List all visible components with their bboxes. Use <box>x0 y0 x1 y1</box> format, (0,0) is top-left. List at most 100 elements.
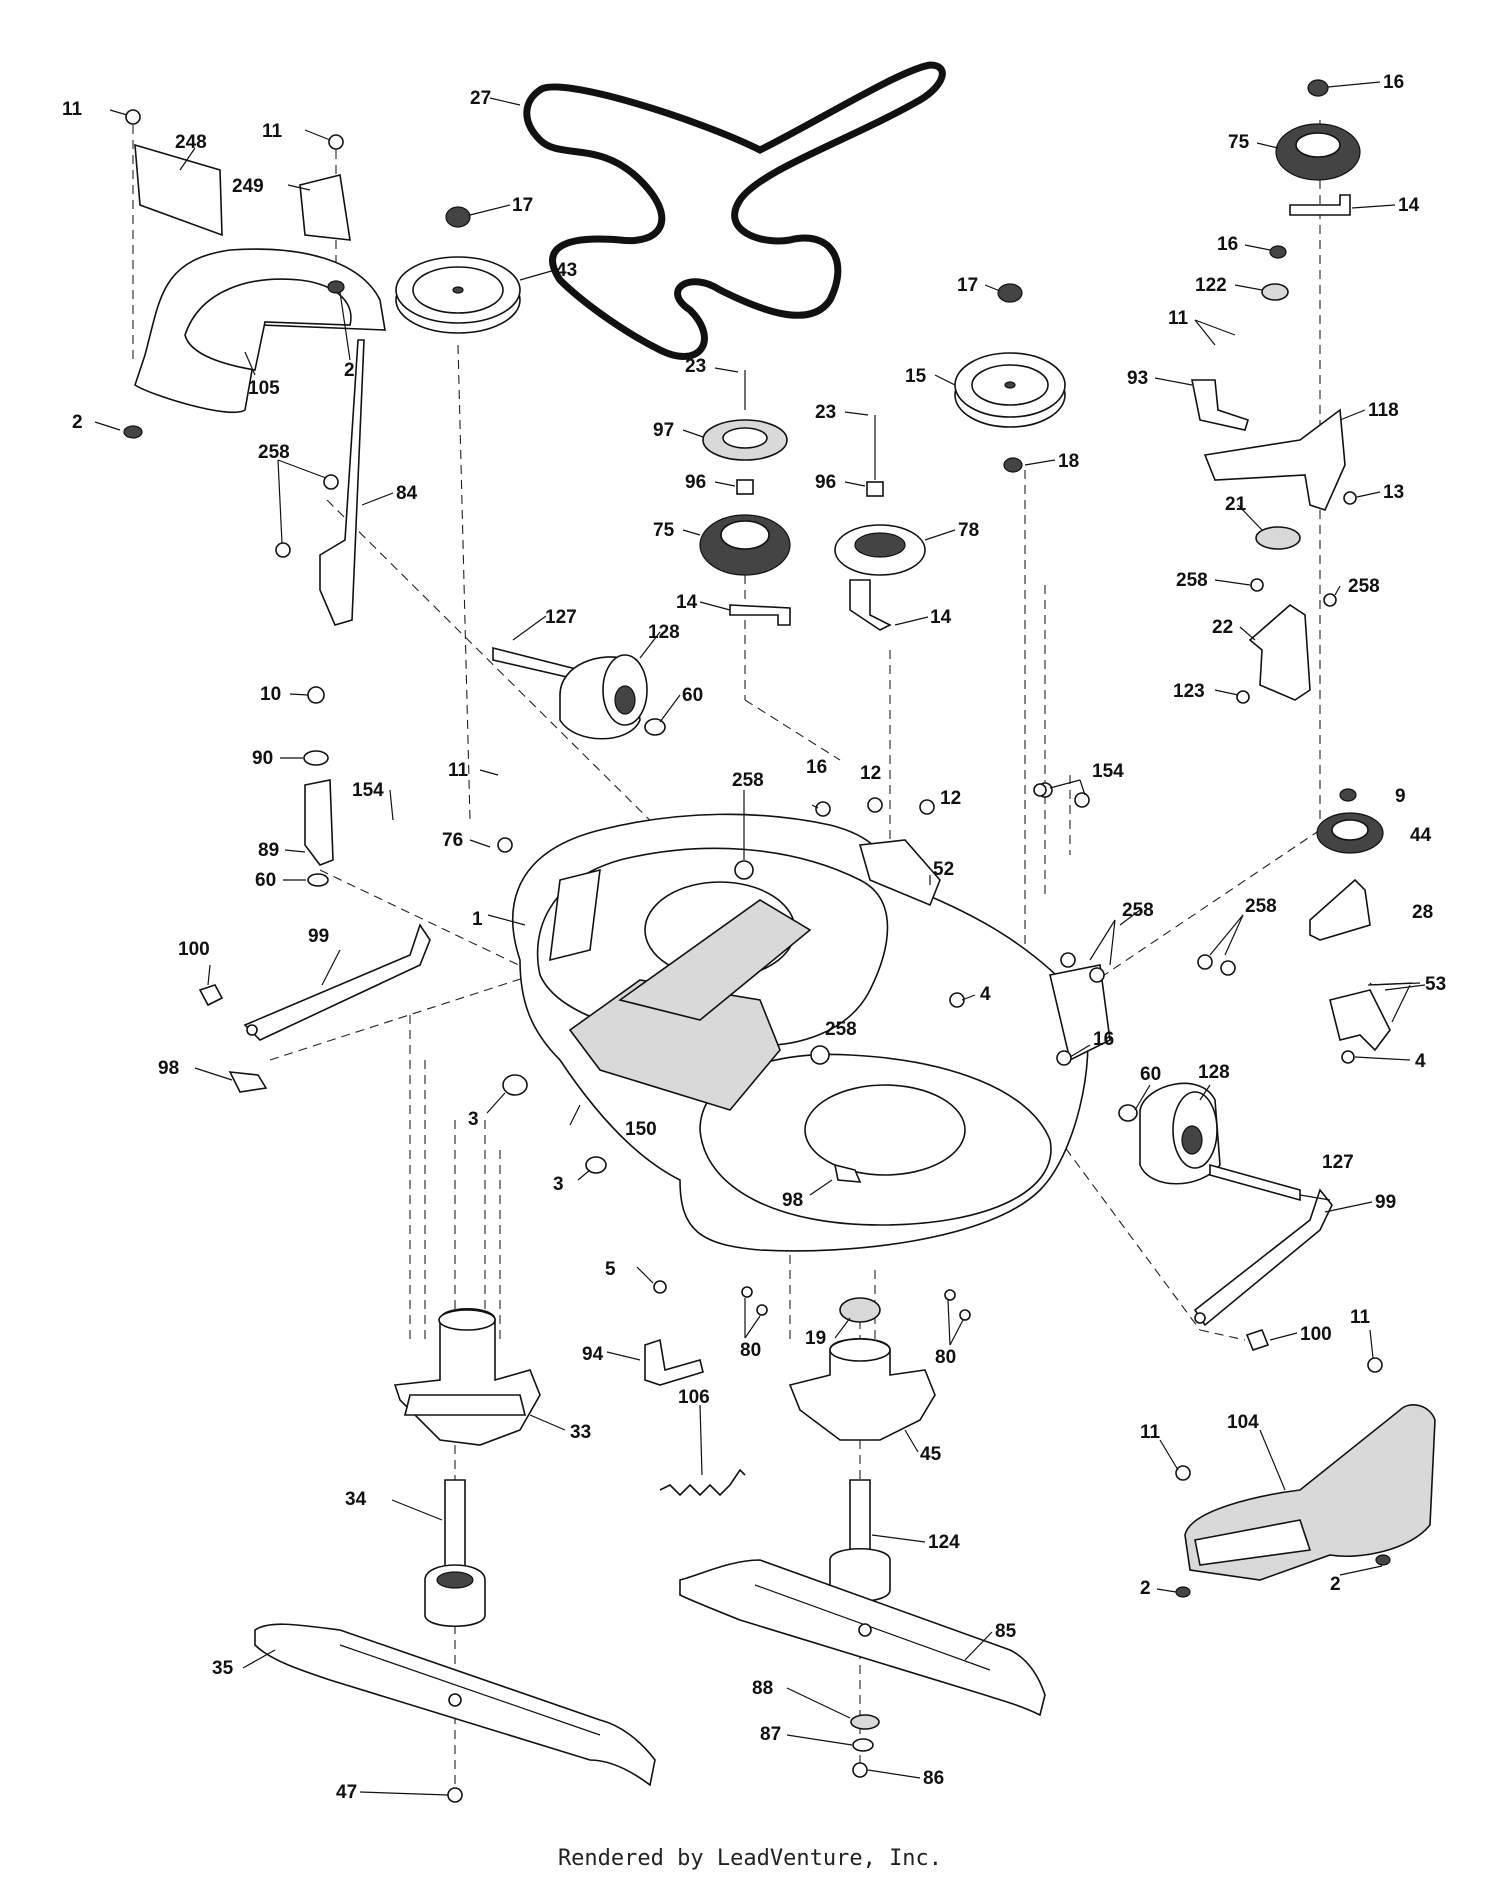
bracket-94 <box>644 1338 704 1386</box>
gauge-wheel-left-group <box>492 646 666 740</box>
bolt-icon <box>1074 792 1090 808</box>
callout-93: 93 <box>1127 368 1148 389</box>
blade-right-85 <box>679 1559 1046 1717</box>
bolt-47 <box>447 1787 463 1803</box>
callout-86: 86 <box>923 1768 944 1789</box>
callout-21: 21 <box>1225 494 1247 515</box>
callout-248: 248 <box>175 132 207 153</box>
bolt-icon <box>1250 578 1264 592</box>
bolt-icon <box>1033 783 1047 797</box>
nut-icon <box>867 797 883 813</box>
bushing-3 <box>585 1156 607 1174</box>
callout-124: 124 <box>928 1532 960 1553</box>
callout-17: 17 <box>512 195 533 216</box>
callout-9: 9 <box>1395 786 1406 807</box>
callout-16: 16 <box>806 757 827 778</box>
callout-154: 154 <box>1092 761 1124 782</box>
bolt-icon <box>756 1304 768 1316</box>
callout-14: 14 <box>930 607 952 628</box>
callout-76: 76 <box>442 830 463 851</box>
callout-10: 10 <box>260 684 281 705</box>
callout-89: 89 <box>258 840 279 861</box>
bolt-icon <box>1220 960 1236 976</box>
bolt-icon <box>1343 491 1357 505</box>
shield-249 <box>299 174 351 241</box>
callout-13: 13 <box>1383 482 1404 503</box>
arm-99-right <box>1193 1188 1333 1327</box>
callout-127: 127 <box>545 607 577 628</box>
bracket-22 <box>1248 603 1311 701</box>
callout-4: 4 <box>1415 1051 1426 1072</box>
callout-35: 35 <box>212 1658 234 1679</box>
callout-87: 87 <box>760 1724 781 1745</box>
pulley-43 <box>395 206 521 334</box>
nut-icon <box>810 1045 830 1065</box>
callout-100: 100 <box>178 939 210 960</box>
center-hardware <box>644 1280 971 1497</box>
bolt-icon <box>959 1309 971 1321</box>
callout-258: 258 <box>1245 896 1277 917</box>
callout-34: 34 <box>345 1489 367 1510</box>
left-bracket-group <box>198 339 431 1093</box>
callout-98: 98 <box>782 1190 803 1211</box>
callout-154: 154 <box>352 780 384 801</box>
callout-94: 94 <box>582 1344 604 1365</box>
bolt-icon <box>497 837 513 853</box>
callout-11: 11 <box>1140 1422 1161 1443</box>
callout-97: 97 <box>653 420 674 441</box>
callout-105: 105 <box>248 378 280 399</box>
callout-60: 60 <box>255 870 276 891</box>
callout-96: 96 <box>815 472 836 493</box>
callout-98: 98 <box>158 1058 179 1079</box>
callout-258: 258 <box>1176 570 1208 591</box>
callout-43: 43 <box>556 260 577 281</box>
callout-85: 85 <box>995 1621 1017 1642</box>
bolt-icon <box>307 686 325 704</box>
callout-104: 104 <box>1227 1412 1259 1433</box>
callout-23: 23 <box>685 356 706 377</box>
callout-60: 60 <box>1140 1064 1161 1085</box>
deck-spindle-opening-right <box>804 1084 966 1176</box>
bearing-19 <box>839 1297 881 1323</box>
callout-258: 258 <box>825 1019 857 1040</box>
callout-60: 60 <box>682 685 703 706</box>
nut-icon <box>1307 79 1329 97</box>
gauge-wheel-right-group <box>1118 1082 1333 1351</box>
bolt-icon <box>125 109 141 125</box>
nut-icon <box>1375 1554 1391 1566</box>
bracket-14 <box>1289 194 1351 216</box>
callout-75: 75 <box>653 520 675 541</box>
callout-11: 11 <box>262 121 283 142</box>
callout-14: 14 <box>1398 195 1420 216</box>
bolt-100 <box>198 984 224 1007</box>
callout-84: 84 <box>396 483 418 504</box>
idler-arm-118 <box>1203 408 1346 511</box>
callout-2: 2 <box>72 412 83 433</box>
bushing-3 <box>502 1074 528 1096</box>
right-idler-group <box>1309 788 1391 1064</box>
callout-18: 18 <box>1058 451 1079 472</box>
callout-2: 2 <box>1140 1578 1151 1599</box>
shield-248 <box>134 143 223 237</box>
bracket-52 <box>858 839 941 907</box>
callout-12: 12 <box>940 788 961 809</box>
spring-106 <box>659 1468 746 1497</box>
render-credit: Rendered by LeadVenture, Inc. <box>557 1846 943 1871</box>
spindle-left-group <box>393 1307 541 1628</box>
deck-chute-150 <box>568 979 781 1111</box>
bolt-icon <box>275 542 291 558</box>
bracket-93 <box>1191 379 1249 431</box>
callout-150: 150 <box>625 1119 657 1140</box>
callout-75: 75 <box>1228 132 1250 153</box>
callout-123: 123 <box>1173 681 1205 702</box>
callout-258: 258 <box>1122 900 1154 921</box>
bolt-icon <box>734 860 754 880</box>
callout-3: 3 <box>553 1174 564 1195</box>
callout-14: 14 <box>676 592 698 613</box>
spindle-center-group <box>788 1297 936 1778</box>
drive-belt <box>523 61 946 360</box>
nut-icon <box>1339 788 1357 802</box>
callout-23: 23 <box>815 402 836 423</box>
nut-icon <box>1056 1050 1072 1066</box>
callout-44: 44 <box>1410 825 1432 846</box>
